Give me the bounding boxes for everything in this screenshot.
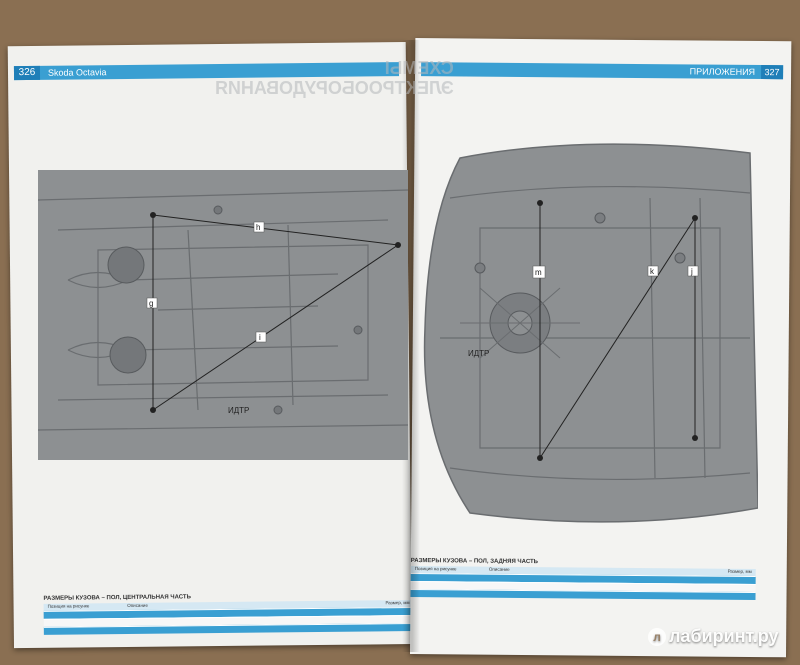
left-table-header-position: Позиция на рисунке: [47, 603, 90, 609]
bleed-through-line-2: ЭЛЕКТРООБОРУДОВАНИЯ: [215, 78, 454, 98]
label-k: k: [650, 267, 655, 276]
left-page-number: 326: [13, 65, 41, 81]
right-header-bar: ПРИЛОЖЕНИЯ 327: [421, 62, 784, 80]
left-marking-text: ИДТР: [228, 406, 249, 415]
label-j: j: [690, 267, 693, 276]
watermark-text: лабиринт.ру: [669, 626, 779, 646]
label-i: i: [259, 333, 261, 342]
right-marking-text: ИДТР: [468, 349, 489, 358]
left-dimensions-table: РАЗМЕРЫ КУЗОВА – ПОЛ, ЦЕНТРАЛЬНАЯ ЧАСТЬ …: [43, 592, 414, 635]
label-h: h: [256, 223, 260, 232]
right-page-number: 327: [761, 65, 784, 80]
right-table-header-size: Размер, мм: [727, 568, 752, 574]
label-g: g: [149, 299, 153, 308]
left-running-title: Skoda Octavia: [47, 67, 107, 78]
bleed-through-line-1: СХЕМЫ: [384, 58, 454, 78]
right-table-header-position: Позиция на рисунке: [414, 566, 457, 572]
bleed-through-text: СХЕМЫ ЭЛЕКТРООБОРУДОВАНИЯ: [215, 58, 454, 98]
table-row: [410, 589, 756, 601]
labirint-logo-icon: л: [648, 628, 666, 647]
label-m: m: [535, 268, 542, 277]
rear-floor-underbody-drawing: m k j ИДТР: [423, 143, 758, 523]
center-floor-underbody-drawing: h g i ИДТР: [38, 170, 408, 460]
right-running-title: ПРИЛОЖЕНИЯ: [689, 66, 756, 77]
right-dimensions-table: РАЗМЕРЫ КУЗОВА – ПОЛ, ЗАДНЯЯ ЧАСТЬ Позиц…: [410, 558, 756, 601]
